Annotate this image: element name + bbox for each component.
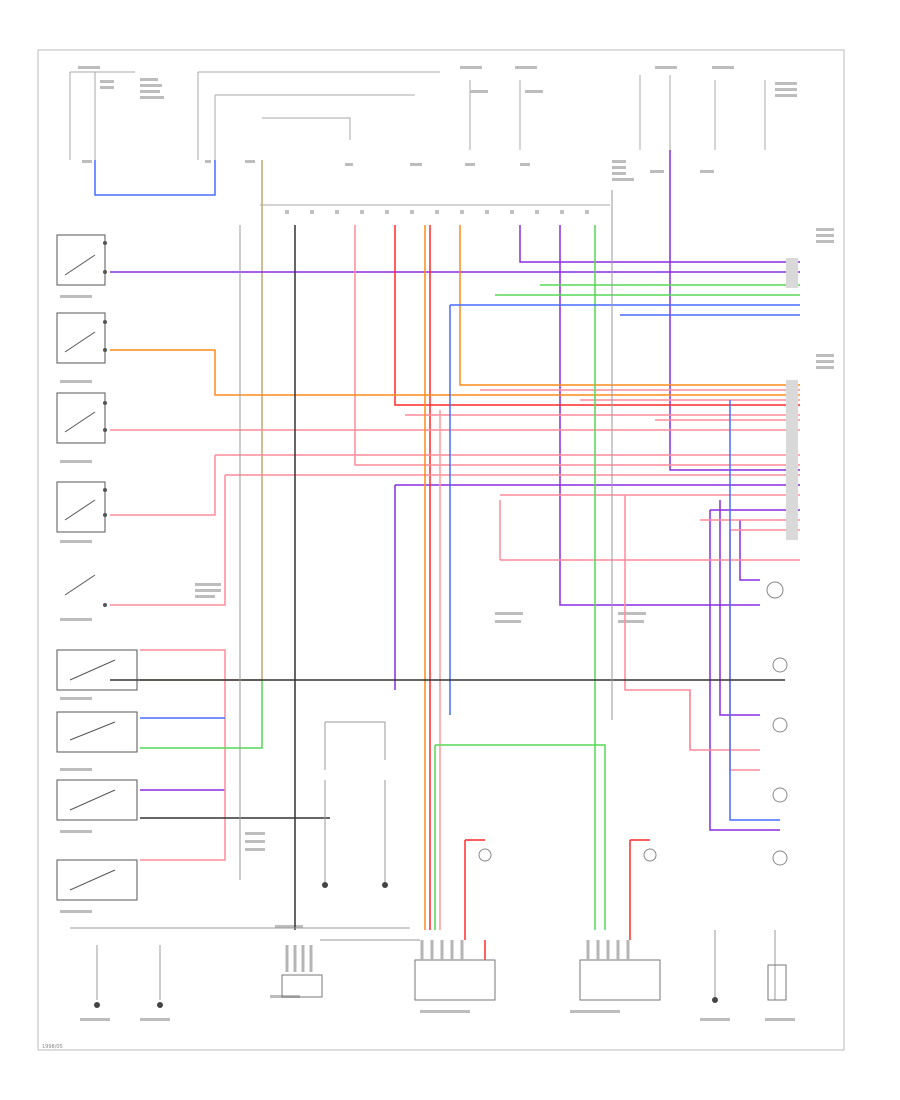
wire-red-group (394, 225, 800, 960)
wire-tan-main (140, 160, 263, 681)
switch-boxes (56, 234, 138, 901)
footer-code: 1998/05 (42, 1044, 63, 1050)
switch-terminals (103, 241, 107, 607)
wire-blue-group (140, 304, 800, 821)
tiny-labels (60, 66, 834, 1021)
wire-green-group (140, 225, 800, 930)
switch-contacts (64, 254, 116, 891)
wire-black-group (110, 225, 785, 930)
wire-pink-group (110, 225, 800, 861)
diagram-frame (37, 49, 845, 1051)
ground-symbols (94, 882, 718, 1008)
right-connector-stubs (786, 258, 798, 540)
upper-connector-pins (285, 210, 589, 214)
lamp-symbols (478, 581, 788, 866)
wire-orange-group (110, 225, 800, 930)
bottom-module-pins (285, 940, 630, 972)
wire-blue-top (94, 160, 216, 196)
top-fuse-area (69, 71, 766, 206)
bottom-modules (281, 959, 787, 1001)
wire-gray-group (70, 190, 776, 1000)
wire-purple-group (110, 150, 800, 831)
